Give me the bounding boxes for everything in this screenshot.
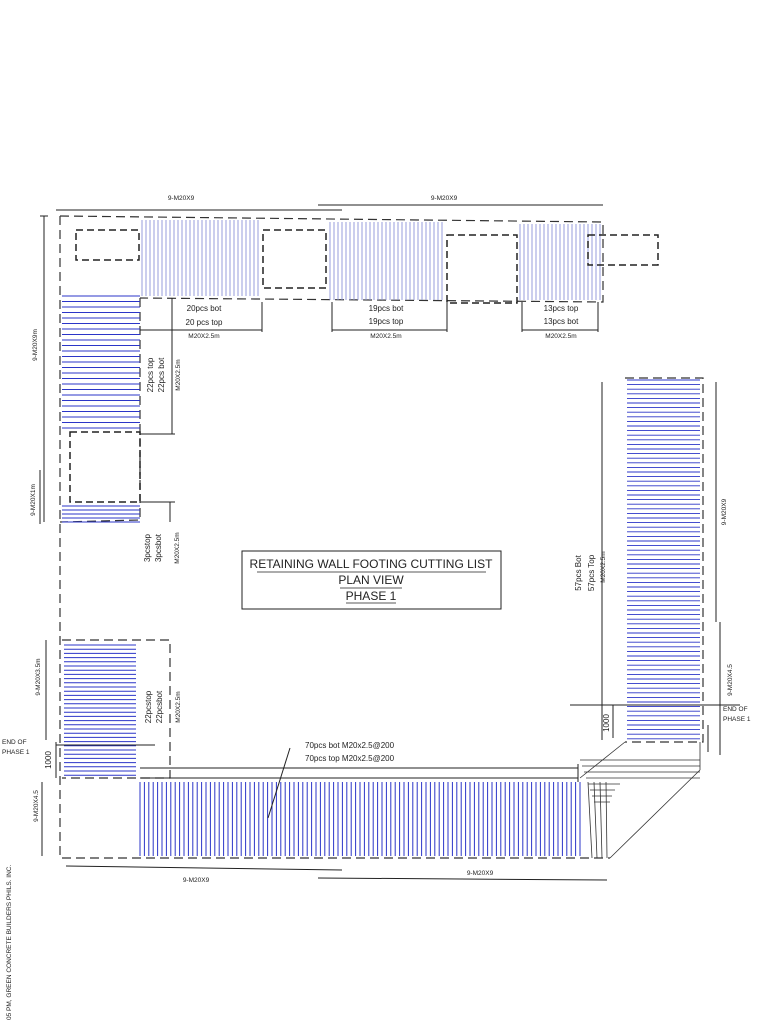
- left-label-2-size: M20X2.5m: [174, 532, 181, 563]
- end-phase-left-line1: END OF: [2, 739, 27, 746]
- left-dim-lower: 9-M20X3.5m: [35, 658, 42, 695]
- title-block: RETAINING WALL FOOTING CUTTING LIST PLAN…: [241, 550, 502, 610]
- top-dim-left: 9-M20X9: [168, 195, 195, 202]
- top-label-1-size: M20X2.5m: [188, 333, 219, 340]
- top-label-3-line2: 13pcs bot: [544, 317, 579, 326]
- right-dim-lower: 9-M20X4.5: [727, 664, 734, 696]
- left-label-3-size: M20X2.5m: [175, 691, 182, 722]
- end-phase-left-dim: 1000: [44, 751, 53, 769]
- rebar-left-segment-3: [64, 644, 136, 776]
- right-label-line1: 57pcs Bot: [574, 554, 583, 590]
- end-phase-right-line2: PHASE 1: [723, 716, 751, 723]
- right-label-size: M20X2.5m: [600, 551, 607, 582]
- right-label-line2: 57pcs Top: [587, 554, 596, 591]
- right-dim-upper: 9-M20X9: [721, 498, 728, 525]
- rebar-top-segment-2: [329, 222, 443, 300]
- top-label-2-line2: 19pcs top: [369, 317, 404, 326]
- left-dim-bottom: 9-M20X4.5: [33, 790, 40, 822]
- end-phase-right-dim: 1000: [602, 714, 611, 732]
- left-label-1-line1: 22pcs top: [146, 357, 155, 392]
- footer-text: 05 PM, GREEN CONCRETE BUILDERS PHILS. IN…: [6, 864, 13, 1020]
- rebar-left-segment-1: [62, 295, 140, 429]
- top-label-2-line1: 19pcs bot: [369, 304, 404, 313]
- title-block-frame: [241, 550, 502, 610]
- left-dim-upper: 9-M20X9m: [32, 329, 39, 361]
- rebar-top-segment-1: [141, 220, 259, 296]
- dimension-lines: [39, 204, 740, 881]
- bottom-dim-left: 9-M20X9: [183, 877, 210, 884]
- column-openings: [69, 229, 659, 503]
- bottom-dim-right: 9-M20X9: [467, 870, 494, 877]
- left-label-3-line1: 22pcstop: [144, 690, 153, 723]
- left-label-2-line2: 3pcsbot: [154, 533, 163, 562]
- end-phase-left-line2: PHASE 1: [2, 749, 30, 756]
- title-line-1: RETAINING WALL FOOTING CUTTING LIST: [250, 557, 494, 571]
- bottom-label-line1: 70pcs bot M20x2.5@200: [305, 741, 395, 750]
- top-label-1-line2: 20 pcs top: [186, 318, 223, 327]
- corner-hatch: [579, 741, 701, 859]
- left-label-3-line2: 22pcsbot: [155, 690, 164, 723]
- left-label-2-line1: 3pcstop: [143, 533, 152, 562]
- rebar-top-segment-3: [519, 224, 601, 300]
- top-label-3-size: M20X2.5m: [545, 333, 576, 340]
- end-phase-right-line1: END OF: [723, 706, 748, 713]
- left-label-1-size: M20X2.5m: [175, 359, 182, 390]
- rebar-bottom-segment: [139, 782, 581, 856]
- top-label-2-size: M20X2.5m: [370, 333, 401, 340]
- top-label-1-line1: 20pcs bot: [187, 304, 222, 313]
- title-line-2: PLAN VIEW: [338, 573, 404, 587]
- left-label-1-line2: 22pcs bot: [157, 357, 166, 392]
- top-label-3-line1: 13pcs top: [544, 304, 579, 313]
- left-dim-middle: 9-M20X1m: [30, 484, 37, 516]
- rebar-right-segment: [627, 379, 700, 740]
- top-dim-right: 9-M20X9: [431, 195, 458, 202]
- title-line-3: PHASE 1: [346, 589, 397, 603]
- bottom-label-line2: 70pcs top M20x2.5@200: [305, 754, 395, 763]
- footing-outline: [59, 215, 704, 859]
- rebar-left-segment-2: [62, 505, 140, 523]
